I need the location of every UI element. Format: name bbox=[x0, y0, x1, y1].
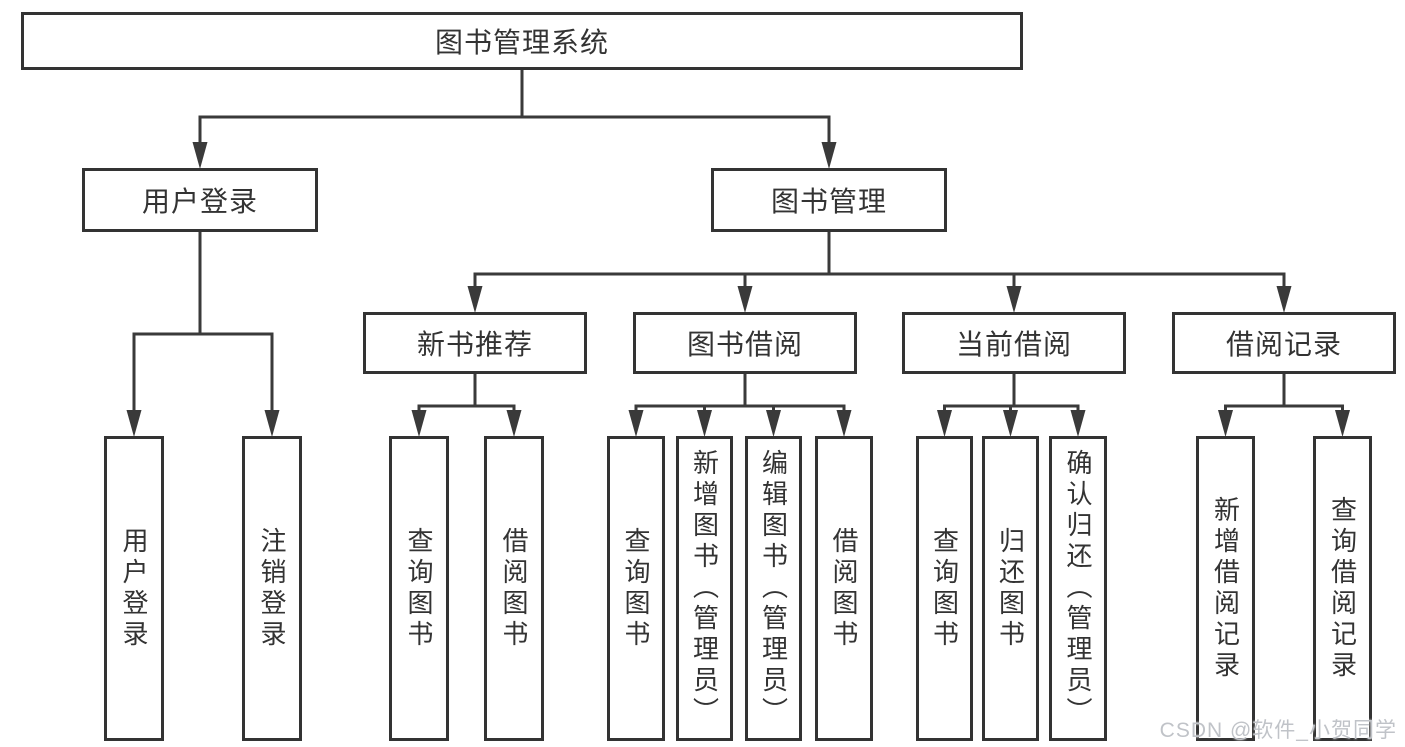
arrowhead-icon bbox=[411, 410, 427, 437]
node-borrow-records: 借阅记录 bbox=[1172, 312, 1396, 374]
node-label: 查询借阅记录 bbox=[1327, 495, 1358, 682]
arrowhead-icon bbox=[766, 410, 781, 437]
arrowhead-icon bbox=[1276, 286, 1292, 313]
edge-line bbox=[1076, 406, 1080, 411]
edge-line bbox=[473, 374, 477, 408]
edge-line bbox=[473, 272, 1286, 276]
edge-line bbox=[743, 374, 747, 408]
arrowhead-icon bbox=[836, 410, 852, 437]
node-label: 图书借阅 bbox=[686, 329, 803, 360]
edge-line bbox=[1224, 406, 1227, 411]
node-label: 归还图书 bbox=[995, 526, 1026, 651]
node-label: 借阅图书 bbox=[499, 526, 529, 651]
node-user-login: 用户登录 bbox=[82, 168, 318, 232]
node-leaf-user-login: 用户登录 bbox=[104, 436, 164, 741]
node-label: 新增图书（管理员） bbox=[689, 449, 720, 728]
arrowhead-icon bbox=[1006, 286, 1022, 313]
edge-line bbox=[132, 334, 136, 411]
edge-line bbox=[520, 70, 524, 119]
edge-line bbox=[943, 406, 946, 411]
edge-line bbox=[634, 404, 846, 408]
edge-line bbox=[1009, 406, 1012, 411]
edge-line bbox=[1012, 374, 1016, 408]
arrowhead-icon bbox=[264, 410, 280, 437]
node-label: 借阅记录 bbox=[1225, 329, 1342, 360]
node-label: 新增借阅记录 bbox=[1210, 495, 1241, 682]
arrowhead-icon bbox=[1218, 410, 1233, 437]
node-leaf-logout: 注销登录 bbox=[242, 436, 302, 741]
arrowhead-icon bbox=[737, 286, 753, 313]
edge-line bbox=[772, 406, 775, 411]
edge-line bbox=[827, 232, 831, 276]
node-leaf-return-book: 归还图书 bbox=[982, 436, 1039, 741]
edge-line bbox=[1341, 406, 1344, 411]
node-label: 查询图书 bbox=[929, 526, 960, 651]
node-leaf-add-book-admin: 新增图书（管理员） bbox=[676, 436, 733, 741]
node-book-borrow: 图书借阅 bbox=[633, 312, 857, 374]
edge-line bbox=[1282, 274, 1286, 287]
arrowhead-icon bbox=[1335, 410, 1350, 437]
arrowhead-icon bbox=[126, 410, 142, 437]
node-new-book-rec: 新书推荐 bbox=[363, 312, 587, 374]
edge-line bbox=[512, 406, 516, 411]
csdn-watermark: CSDN @软件_小贺同学 bbox=[1159, 719, 1397, 742]
edge-line bbox=[743, 274, 747, 287]
arrowhead-icon bbox=[628, 410, 644, 437]
edge-line bbox=[634, 406, 638, 411]
node-label: 注销登录 bbox=[257, 526, 287, 651]
node-label: 图书管理系统 bbox=[434, 27, 609, 58]
edge-line bbox=[198, 115, 831, 119]
edge-line bbox=[1282, 374, 1286, 408]
edge-line bbox=[703, 406, 706, 411]
node-leaf-query-books-borrow: 查询图书 bbox=[607, 436, 665, 741]
node-leaf-borrow-books-borrow: 借阅图书 bbox=[815, 436, 873, 741]
arrowhead-icon bbox=[937, 410, 952, 437]
arrowhead-icon bbox=[1003, 410, 1018, 437]
edge-line bbox=[1012, 274, 1016, 287]
node-label: 确认归还（管理员） bbox=[1063, 449, 1093, 728]
arrowhead-icon bbox=[1070, 410, 1086, 437]
arrowhead-icon bbox=[506, 410, 522, 437]
edge-line bbox=[827, 117, 831, 143]
edge-line bbox=[198, 117, 202, 143]
edge-line bbox=[270, 334, 274, 411]
node-root: 图书管理系统 bbox=[21, 12, 1023, 70]
node-leaf-edit-book-admin: 编辑图书（管理员） bbox=[745, 436, 802, 741]
node-leaf-add-borrow-record: 新增借阅记录 bbox=[1196, 436, 1255, 741]
node-label: 新书推荐 bbox=[416, 329, 533, 360]
edge-line bbox=[132, 332, 274, 336]
arrowhead-icon bbox=[697, 410, 712, 437]
node-label: 当前借阅 bbox=[955, 329, 1072, 360]
edge-line bbox=[473, 274, 477, 287]
node-label: 借阅图书 bbox=[829, 526, 859, 651]
node-leaf-query-books-current: 查询图书 bbox=[916, 436, 973, 741]
node-label: 图书管理 bbox=[770, 186, 887, 217]
arrowhead-icon bbox=[192, 142, 208, 169]
node-leaf-borrow-books-newrec: 借阅图书 bbox=[484, 436, 544, 741]
edge-line bbox=[842, 406, 846, 411]
edge-line bbox=[1224, 404, 1344, 408]
node-book-mgmt: 图书管理 bbox=[711, 168, 947, 232]
edge-line bbox=[417, 404, 516, 408]
edge-line bbox=[198, 232, 202, 336]
arrowhead-icon bbox=[821, 142, 837, 169]
node-label: 用户登录 bbox=[141, 186, 258, 217]
node-leaf-confirm-return-admin: 确认归还（管理员） bbox=[1049, 436, 1107, 741]
node-leaf-query-books-newrec: 查询图书 bbox=[389, 436, 449, 741]
node-leaf-query-borrow-record: 查询借阅记录 bbox=[1313, 436, 1372, 741]
node-label: 用户登录 bbox=[119, 526, 149, 651]
node-label: 查询图书 bbox=[621, 526, 651, 651]
node-label: 查询图书 bbox=[404, 526, 434, 651]
node-current-borrow: 当前借阅 bbox=[902, 312, 1126, 374]
arrowhead-icon bbox=[467, 286, 483, 313]
edge-line bbox=[417, 406, 421, 411]
node-label: 编辑图书（管理员） bbox=[758, 449, 789, 728]
